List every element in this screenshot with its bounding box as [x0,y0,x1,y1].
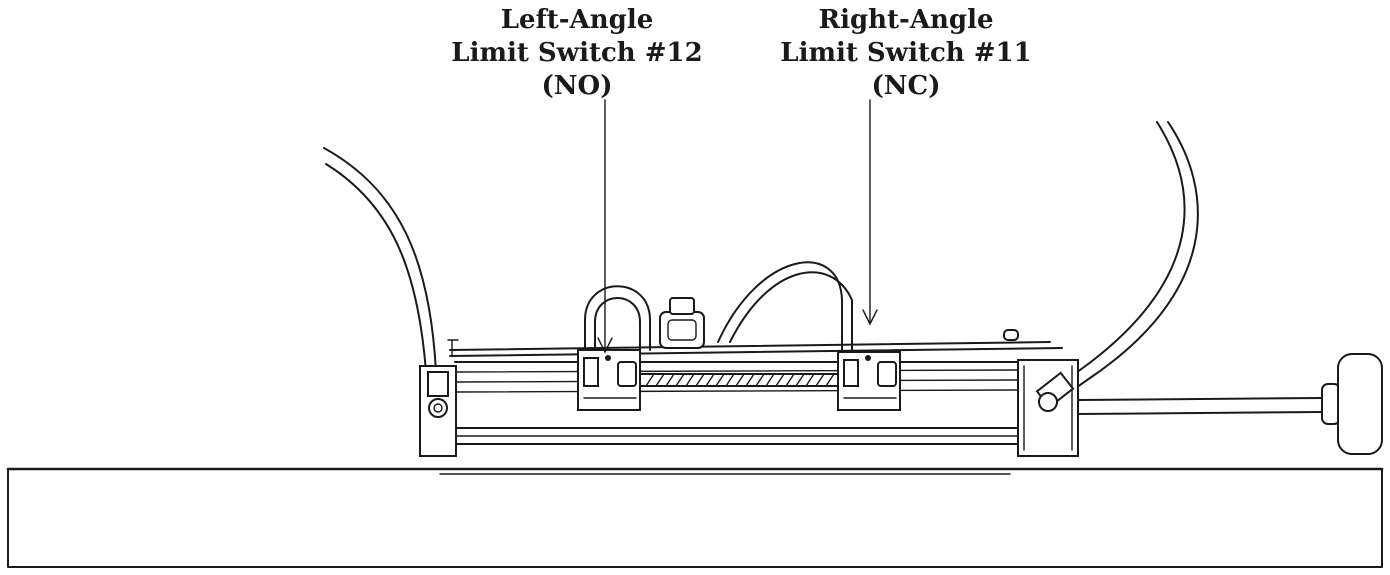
left-switch-label-line2: Limit Switch #12 [451,38,703,68]
right-switch-arrow [862,99,878,326]
left-switch-label-line3: (NO) [541,71,613,101]
left-end-cap [419,365,457,457]
left-switch-wire [584,285,651,371]
right-switch-label-line1: Right-Angle [818,5,994,35]
right-switch-label: Right-Angle Limit Switch #11 (NC) [776,4,1036,103]
right-end-cap [1003,329,1079,457]
center-wire-loop [717,261,853,371]
right-limit-switch [837,351,901,411]
center-valve [659,297,705,349]
left-air-hose [323,147,437,373]
right-switch-label-line2: Limit Switch #11 [780,38,1032,68]
right-switch-label-line3: (NC) [871,71,941,101]
cylinder-body [447,339,1063,445]
piston-rod [1077,353,1383,455]
left-limit-switch [577,349,641,411]
left-switch-label: Left-Angle Limit Switch #12 (NO) [447,4,707,103]
left-switch-label-line1: Left-Angle [500,5,654,35]
base-platform [6,467,1384,568]
right-air-hose [1059,121,1199,393]
left-switch-arrow [597,99,613,354]
threaded-rod [639,373,841,387]
